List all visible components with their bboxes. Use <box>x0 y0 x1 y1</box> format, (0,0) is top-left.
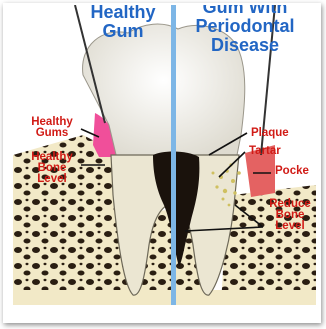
divider-line <box>171 5 176 305</box>
image-frame: Healthy Gum Gum With Periodontal Disease… <box>3 3 321 323</box>
label-healthy-gums-line2: Gums <box>27 128 77 139</box>
diagram-canvas: Healthy Gum Gum With Periodontal Disease… <box>13 5 316 305</box>
label-tartar: Tartar <box>249 146 281 157</box>
title-gum-disease: Gum With Periodontal Disease <box>179 5 311 55</box>
label-plaque: Plaque <box>251 128 289 139</box>
title-healthy-line1: Healthy <box>73 5 173 22</box>
title-healthy-gum: Healthy Gum <box>73 5 173 41</box>
label-healthy-bone-level: Healthy Bone Level <box>27 152 77 185</box>
title-healthy-line2: Gum <box>73 22 173 41</box>
label-pocket: Pocke <box>275 166 309 177</box>
title-disease-line3: Disease <box>179 36 311 55</box>
label-healthy-gums: Healthy Gums <box>27 117 77 139</box>
label-healthy-bone-line3: Level <box>27 174 77 185</box>
label-reduced-bone-line3: Level <box>265 221 315 232</box>
label-reduced-bone-level: Reduce Bone Level <box>265 199 315 232</box>
title-disease-line2: Periodontal <box>179 17 311 36</box>
